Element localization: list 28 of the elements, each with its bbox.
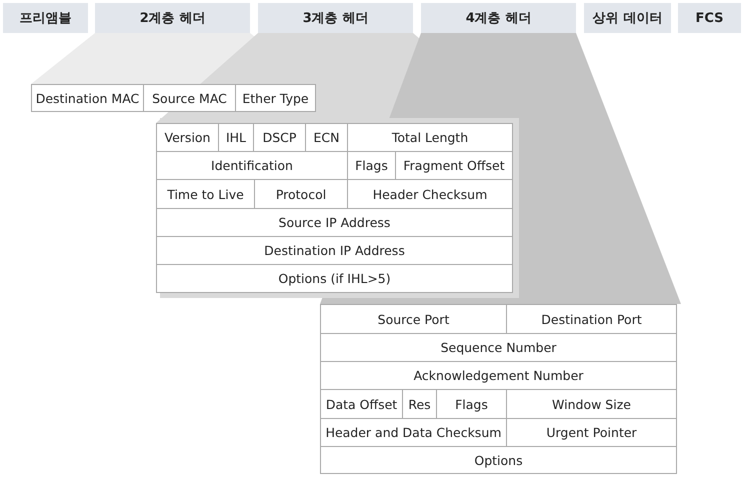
header-field: Protocol <box>254 179 348 209</box>
header-field: Source IP Address <box>156 208 513 237</box>
header-field: Ether Type <box>235 84 316 112</box>
header-field: Flags <box>347 151 396 180</box>
header-field: Header Checksum <box>347 179 513 209</box>
header-segment: FCS <box>678 3 741 33</box>
header-field: Total Length <box>347 123 513 152</box>
header-field: Source MAC <box>143 84 236 112</box>
header-segment: 프리앰블 <box>3 3 88 33</box>
header-field: Acknowledgement Number <box>320 361 677 390</box>
header-field: Destination Port <box>506 304 677 334</box>
header-field: ECN <box>305 123 348 152</box>
header-field: Source Port <box>320 304 507 334</box>
header-segment: 2계층 헤더 <box>95 3 250 33</box>
header-field: Fragment Offset <box>395 151 513 180</box>
header-segment: 3계층 헤더 <box>258 3 413 33</box>
header-segment: 상위 데이터 <box>584 3 671 33</box>
header-field: DSCP <box>253 123 306 152</box>
header-field: Destination MAC <box>31 84 144 112</box>
header-field: Destination IP Address <box>156 236 513 265</box>
header-field: Sequence Number <box>320 333 677 362</box>
header-field: IHL <box>218 123 254 152</box>
header-field: Time to Live <box>156 179 255 209</box>
header-field: Version <box>156 123 219 152</box>
header-field: Options (if IHL>5) <box>156 264 513 293</box>
header-segment: 4계층 헤더 <box>421 3 576 33</box>
header-field: Identification <box>156 151 348 180</box>
header-field: Options <box>320 446 677 474</box>
